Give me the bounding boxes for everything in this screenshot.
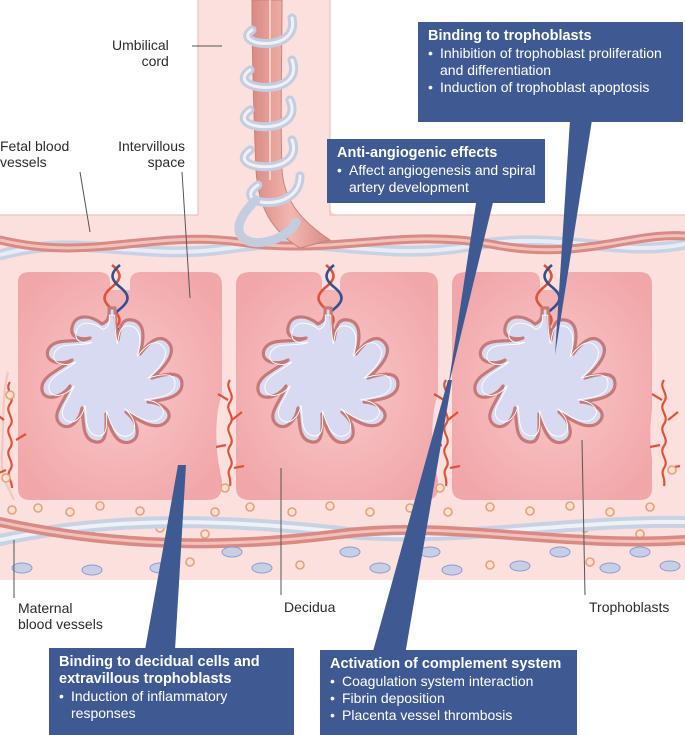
callout-activation-of-complement: Activation of complement system Coagulat… (320, 650, 577, 735)
callout-bullet: Induction of inflammatory responses (59, 688, 286, 722)
callout-pointers (145, 120, 592, 655)
fetal-vessels (0, 231, 685, 261)
callout-bullet: Inhibition of trophoblast proliferation … (428, 45, 675, 79)
callout-bullet: Fibrin deposition (330, 690, 569, 707)
callout-bullet: Placenta vessel thrombosis (330, 707, 569, 724)
spiral-arteries (0, 371, 685, 501)
callout-title: Activation of complement system (330, 656, 562, 672)
maternal-cells (11, 546, 681, 576)
callout-bullet: Affect angiogenesis and spiral artery de… (337, 162, 537, 196)
decidual-cells (1, 390, 677, 570)
callout-bullet: Induction of trophoblast apoptosis (428, 79, 675, 96)
label-trophoblasts: Trophoblasts (589, 599, 670, 615)
callout-binding-to-decidual-cells: Binding to decidual cells and extravillo… (49, 648, 294, 735)
maternal-vessels (0, 515, 685, 549)
umbilical-cord (234, 0, 332, 249)
callout-bullet: Coagulation system interaction (330, 673, 569, 690)
callout-anti-angiogenic-effects: Anti-angiogenic effects Affect angiogene… (327, 139, 545, 203)
leader-lines (13, 45, 586, 598)
callout-binding-to-trophoblasts: Binding to trophoblasts Inhibition of tr… (418, 22, 683, 122)
callout-title: Binding to decidual cells and extravillo… (59, 654, 260, 687)
callout-title: Anti-angiogenic effects (337, 145, 498, 161)
label-decidua: Decidua (284, 599, 336, 615)
callout-title: Binding to trophoblasts (428, 28, 592, 44)
